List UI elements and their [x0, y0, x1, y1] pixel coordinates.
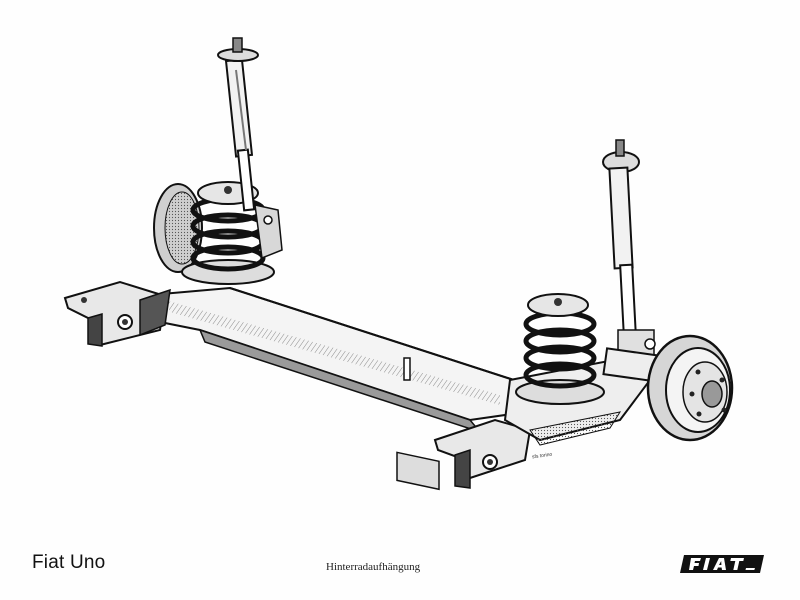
- right-brake-drum: [602, 334, 734, 442]
- left-coil-spring: [181, 181, 283, 285]
- left-mount-bracket: [63, 280, 171, 347]
- caption-title: Hinterradaufhängung: [326, 561, 421, 573]
- right-shock-absorber: [602, 139, 656, 359]
- right-mount-bracket: [433, 418, 532, 489]
- rear-suspension-illustration: [63, 37, 734, 491]
- left-shock-absorber: [217, 37, 259, 212]
- fiat-logo: [680, 555, 764, 573]
- axle-beam: [149, 286, 542, 491]
- model-name: Fiat Uno: [32, 552, 106, 573]
- right-coil-spring: [515, 293, 605, 405]
